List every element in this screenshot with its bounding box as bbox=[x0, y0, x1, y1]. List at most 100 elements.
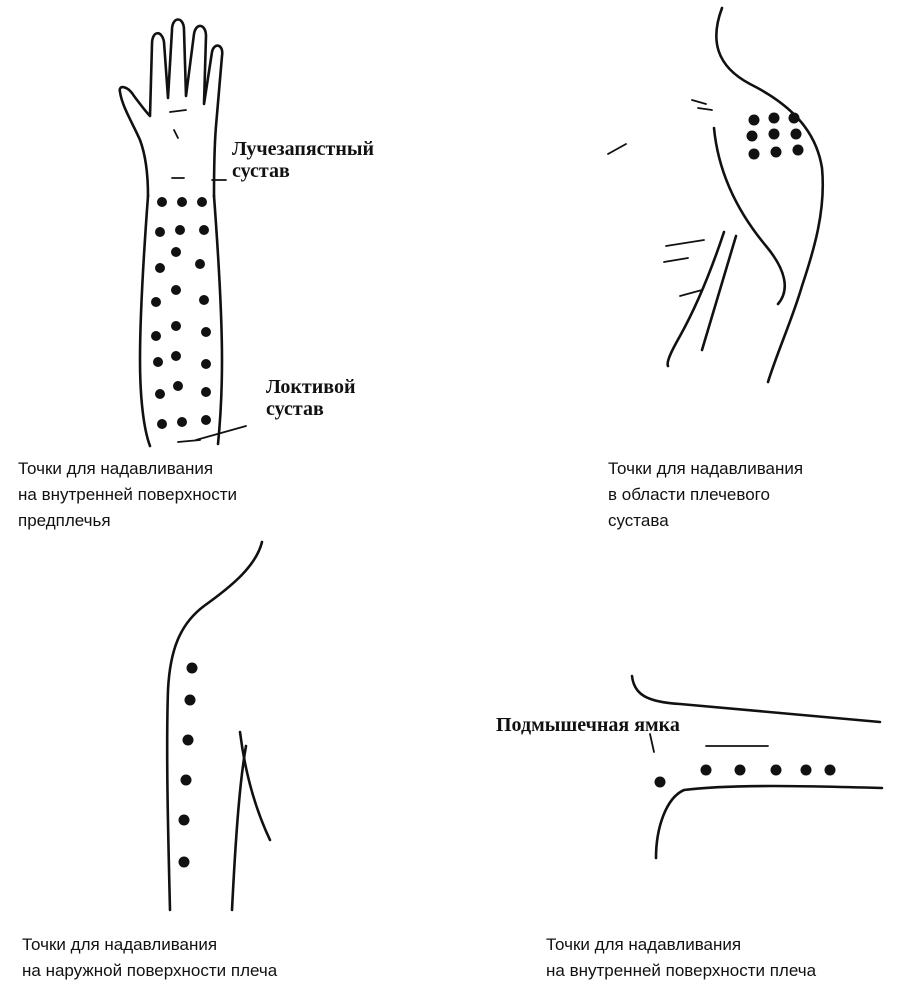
elbow-joint-label-line-2: сустав bbox=[266, 398, 324, 420]
pressure-point bbox=[151, 331, 161, 341]
hand-outline bbox=[118, 18, 224, 198]
pressure-point bbox=[770, 146, 782, 158]
forearm-caption-line-3: предплечья bbox=[18, 511, 111, 530]
armpit-hair-2 bbox=[663, 257, 689, 263]
pressure-point bbox=[201, 387, 211, 397]
pressure-point bbox=[171, 285, 181, 295]
torso-line bbox=[700, 234, 738, 352]
pressure-point bbox=[171, 247, 181, 257]
arm-lower-edge bbox=[654, 784, 884, 860]
inner-upper-arm-caption-line-1: Точки для надавливания bbox=[546, 935, 742, 954]
pressure-point bbox=[195, 259, 205, 269]
pressure-point bbox=[171, 321, 181, 331]
pressure-point bbox=[186, 662, 198, 674]
shoulder-joint-caption-line-1: Точки для надавливания bbox=[608, 459, 804, 478]
armpit-hair-1 bbox=[665, 239, 705, 247]
forearm-left-edge bbox=[138, 194, 152, 448]
pressure-point bbox=[178, 814, 190, 826]
pressure-point bbox=[182, 734, 194, 746]
arm-back-line bbox=[238, 730, 272, 842]
pressure-point bbox=[201, 327, 211, 337]
pressure-point bbox=[788, 112, 800, 124]
panel-shoulder-joint: Точки для надавливания в области плечево… bbox=[460, 0, 917, 540]
shoulder-joint-caption: Точки для надавливания в области плечево… bbox=[608, 456, 803, 534]
forearm-pressure-points bbox=[151, 197, 211, 429]
pressure-point bbox=[155, 263, 165, 273]
pressure-point bbox=[800, 764, 812, 776]
pressure-point bbox=[768, 128, 780, 140]
pressure-point bbox=[151, 297, 161, 307]
wrist-joint-label: Лучезапястный сустав bbox=[232, 138, 374, 182]
outer-upper-arm-caption: Точки для надавливания на наружной повер… bbox=[22, 932, 277, 984]
pressure-point bbox=[201, 359, 211, 369]
pressure-point bbox=[153, 357, 163, 367]
pressure-point bbox=[824, 764, 836, 776]
outer-upper-arm-caption-line-2: на наружной поверхности плеча bbox=[22, 961, 278, 980]
pressure-point bbox=[199, 295, 209, 305]
arm-inner-line bbox=[712, 126, 786, 306]
upper-arm-outline bbox=[165, 540, 264, 912]
pressure-point bbox=[197, 197, 207, 207]
panel-inner-upper-arm: Подмышечная ямка Точки для надавливания … bbox=[460, 540, 917, 1000]
pressure-point bbox=[770, 764, 782, 776]
palm-crease-1 bbox=[169, 109, 187, 113]
pressure-point bbox=[175, 225, 185, 235]
palm-crease-2 bbox=[173, 129, 179, 139]
forearm-right-edge bbox=[212, 194, 224, 446]
pressure-point bbox=[792, 144, 804, 156]
elbow-pointer-line bbox=[195, 425, 247, 441]
pressure-point bbox=[700, 764, 712, 776]
pressure-point bbox=[748, 148, 760, 160]
pressure-point bbox=[748, 114, 760, 126]
armpit-fold bbox=[666, 230, 726, 368]
chest-stroke-2 bbox=[697, 107, 713, 111]
forearm-drawing bbox=[118, 18, 247, 448]
outer-upper-arm-pressure-points bbox=[178, 662, 198, 868]
inner-upper-arm-pressure-points bbox=[654, 764, 836, 788]
inner-upper-arm-caption-line-2: на внутренней поверхности плеча bbox=[546, 961, 817, 980]
armpit-label: Подмышечная ямка bbox=[496, 714, 680, 736]
pressure-point bbox=[157, 419, 167, 429]
pressure-point bbox=[178, 856, 190, 868]
chest-stroke bbox=[691, 99, 707, 105]
forearm-caption: Точки для надавливания на внутренней пов… bbox=[18, 456, 237, 534]
forearm-caption-line-1: Точки для надавливания bbox=[18, 459, 214, 478]
shoulder-joint-pressure-points bbox=[746, 112, 804, 160]
pressure-point bbox=[746, 130, 758, 142]
panel-forearm: Лучезапястный сустав Локтивой сустав Точ… bbox=[0, 0, 460, 540]
armpit-pointer-line bbox=[649, 733, 655, 753]
armpit-hair-3 bbox=[679, 289, 703, 297]
pressure-point bbox=[790, 128, 802, 140]
pressure-point bbox=[177, 197, 187, 207]
pressure-point bbox=[199, 225, 209, 235]
pressure-point bbox=[173, 381, 183, 391]
pressure-point bbox=[768, 112, 780, 124]
pressure-point bbox=[155, 389, 165, 399]
shoulder-outline bbox=[715, 6, 825, 384]
shoulder-joint-caption-line-2: в области плечевого bbox=[608, 485, 770, 504]
elbow-joint-label: Локтивой сустав bbox=[266, 376, 355, 420]
arm-upper-edge bbox=[630, 674, 882, 724]
wrist-joint-label-line-2: сустав bbox=[232, 160, 290, 182]
pressure-point bbox=[201, 415, 211, 425]
forearm-caption-line-2: на внутренней поверхности bbox=[18, 485, 237, 504]
inner-upper-arm-drawing bbox=[630, 674, 884, 860]
pressure-point bbox=[157, 197, 167, 207]
wrist-joint-label-line-1: Лучезапястный bbox=[232, 138, 375, 160]
outer-upper-arm-drawing bbox=[165, 540, 272, 912]
pressure-point bbox=[177, 417, 187, 427]
pressure-point bbox=[654, 776, 666, 788]
pressure-point bbox=[184, 694, 196, 706]
pressure-point bbox=[180, 774, 192, 786]
elbow-joint-label-line-1: Локтивой bbox=[266, 376, 356, 398]
clavicle-stroke bbox=[607, 143, 627, 155]
outer-upper-arm-caption-line-1: Точки для надавливания bbox=[22, 935, 218, 954]
arm-back-line-2 bbox=[230, 744, 248, 912]
panel-outer-upper-arm: Точки для надавливания на наружной повер… bbox=[0, 540, 460, 1000]
inner-upper-arm-caption: Точки для надавливания на внутренней пов… bbox=[546, 932, 816, 984]
shoulder-joint-drawing bbox=[607, 6, 825, 384]
pressure-point bbox=[171, 351, 181, 361]
pressure-point bbox=[734, 764, 746, 776]
pressure-point bbox=[155, 227, 165, 237]
shoulder-joint-caption-line-3: сустава bbox=[608, 511, 669, 530]
